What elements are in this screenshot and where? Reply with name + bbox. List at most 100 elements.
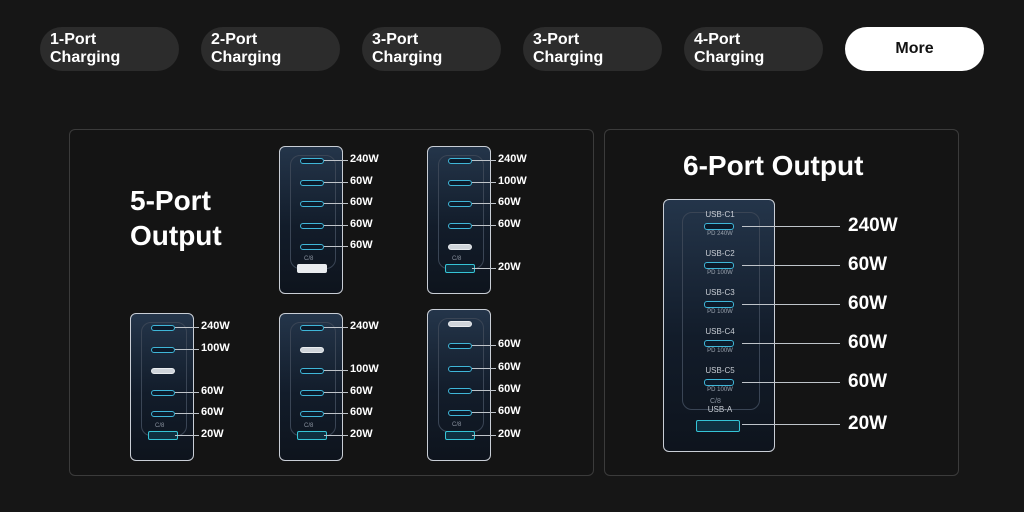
port-leader-line bbox=[324, 224, 348, 226]
port-name-label: USB-C5 bbox=[705, 366, 735, 375]
port-leader-line bbox=[175, 327, 199, 328]
port-leader-line bbox=[472, 412, 496, 414]
port-leader-line bbox=[472, 367, 496, 369]
port-leader-line bbox=[175, 348, 199, 350]
port-wattage-label: 60W bbox=[498, 217, 521, 230]
port-wattage-label: 20W bbox=[498, 260, 521, 273]
port-spec-label: PD 100W bbox=[707, 387, 733, 393]
port-leader-line bbox=[324, 327, 348, 328]
port-wattage-label: 100W bbox=[350, 363, 379, 376]
charger-logo: C/8 bbox=[710, 398, 721, 405]
port-leader-line bbox=[175, 391, 199, 393]
port-name-label: USB-C4 bbox=[705, 327, 735, 336]
charger-logo: C/8 bbox=[304, 256, 314, 263]
port-wattage-label: 60W bbox=[498, 360, 521, 373]
usb-c-port bbox=[300, 346, 324, 353]
port-leader-line bbox=[324, 434, 348, 436]
tab-4-port-charging[interactable]: 4-Port Charging bbox=[684, 27, 823, 71]
port-wattage-label: 100W bbox=[498, 174, 527, 187]
usb-c-port bbox=[300, 244, 324, 251]
usb-c-port bbox=[448, 387, 472, 394]
port-leader-line bbox=[472, 434, 496, 436]
port-leader-line bbox=[324, 391, 348, 393]
port-wattage-label: 60W bbox=[848, 293, 888, 314]
charger-logo: C/8 bbox=[452, 256, 462, 263]
usb-a-port bbox=[148, 430, 178, 440]
usb-c-port bbox=[300, 158, 324, 164]
port-name-label: USB-C1 bbox=[705, 210, 735, 219]
port-spec-label: PD 100W bbox=[707, 348, 733, 354]
charger-inner-frame bbox=[141, 322, 187, 436]
usb-c-port bbox=[448, 244, 472, 251]
usb-c-port bbox=[300, 201, 324, 208]
usb-c-port bbox=[704, 340, 734, 347]
port-name-label: USB-C2 bbox=[705, 249, 735, 258]
port-wattage-label: 240W bbox=[201, 320, 230, 332]
port-leader-line bbox=[742, 226, 840, 227]
five-port-title-line2: Output bbox=[130, 220, 222, 251]
usb-c-port bbox=[448, 365, 472, 372]
usb-c-port bbox=[448, 158, 472, 164]
port-leader-line bbox=[324, 246, 348, 248]
port-wattage-label: 60W bbox=[201, 384, 224, 397]
usb-c-port bbox=[704, 379, 734, 386]
usb-c-port bbox=[448, 201, 472, 208]
usb-c-port bbox=[704, 301, 734, 308]
port-wattage-label: 20W bbox=[350, 427, 373, 440]
port-wattage-label: 60W bbox=[498, 196, 521, 209]
port-leader-line bbox=[472, 224, 496, 226]
port-leader-line bbox=[175, 413, 199, 415]
port-wattage-label: 60W bbox=[498, 382, 521, 395]
port-spec-label: PD 100W bbox=[707, 309, 733, 315]
port-wattage-label: 240W bbox=[848, 215, 898, 236]
tab-more[interactable]: More bbox=[845, 27, 984, 71]
usb-c-port bbox=[300, 325, 324, 331]
port-leader-line bbox=[472, 181, 496, 183]
port-leader-line bbox=[472, 267, 496, 269]
usb-c-port bbox=[448, 410, 472, 417]
port-wattage-label: 20W bbox=[201, 427, 224, 440]
port-wattage-label: 100W bbox=[201, 341, 230, 354]
charger-logo: C/8 bbox=[304, 423, 314, 430]
charger-inner-frame bbox=[438, 155, 484, 269]
charger-inner-frame bbox=[682, 212, 760, 410]
usb-c-port bbox=[151, 389, 175, 396]
usb-a-port bbox=[445, 430, 475, 440]
port-wattage-label: 60W bbox=[498, 405, 521, 418]
port-name-label: USB-A bbox=[707, 405, 733, 414]
port-leader-line bbox=[742, 382, 840, 383]
port-wattage-label: 60W bbox=[350, 239, 373, 252]
port-wattage-label: 60W bbox=[350, 406, 373, 419]
tab-1-port-charging[interactable]: 1-Port Charging bbox=[40, 27, 179, 71]
port-wattage-label: 60W bbox=[350, 196, 373, 209]
port-wattage-label: 240W bbox=[498, 153, 527, 165]
port-spec-label: PD 100W bbox=[707, 270, 733, 276]
tab-3-port-charging-2[interactable]: 3-Port Charging bbox=[523, 27, 662, 71]
port-wattage-label: 20W bbox=[498, 427, 521, 440]
port-leader-line bbox=[324, 370, 348, 372]
port-wattage-label: 60W bbox=[848, 254, 888, 275]
six-port-title: 6-Port Output bbox=[683, 150, 864, 181]
port-wattage-label: 20W bbox=[848, 413, 888, 434]
port-leader-line bbox=[742, 343, 840, 344]
usb-c-port bbox=[151, 411, 175, 418]
port-leader-line bbox=[742, 265, 840, 266]
tab-2-port-charging[interactable]: 2-Port Charging bbox=[201, 27, 340, 71]
port-leader-line bbox=[324, 203, 348, 205]
port-leader-line bbox=[472, 160, 496, 161]
port-leader-line bbox=[324, 160, 348, 161]
port-leader-line bbox=[472, 345, 496, 347]
port-leader-line bbox=[472, 389, 496, 391]
port-wattage-label: 60W bbox=[498, 338, 521, 351]
port-name-label: USB-C3 bbox=[705, 288, 735, 297]
tab-3-port-charging[interactable]: 3-Port Charging bbox=[362, 27, 501, 71]
tab-bar: 1-Port Charging 2-Port Charging 3-Port C… bbox=[40, 27, 984, 71]
small-charger-2: 240W 100W 60W 60W C/8 20W bbox=[427, 146, 527, 294]
